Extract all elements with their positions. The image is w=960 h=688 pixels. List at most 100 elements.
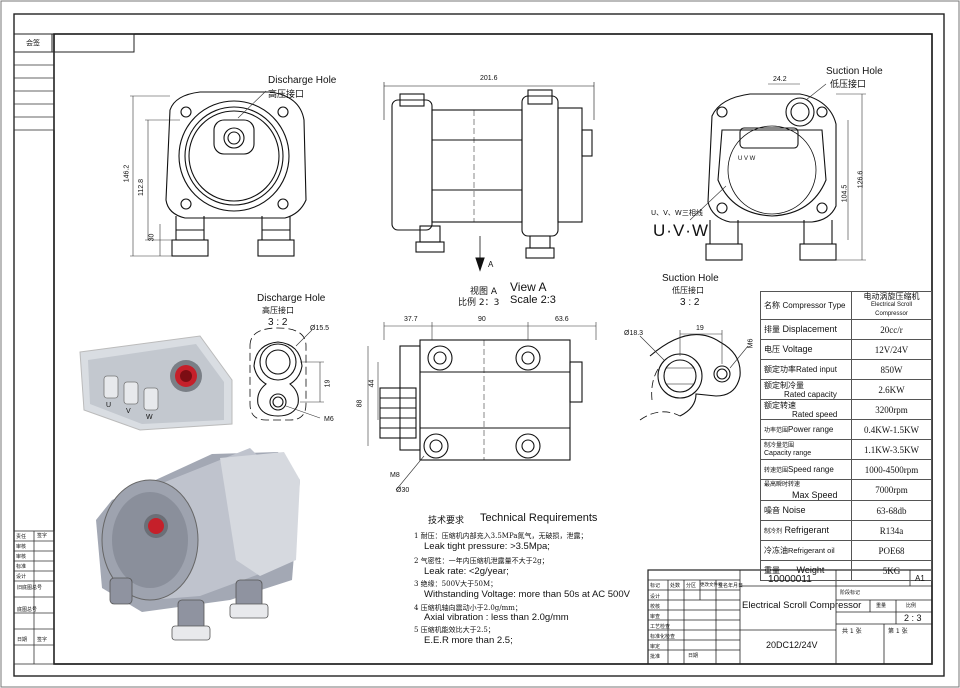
spec-value: 12V/24V	[851, 339, 932, 360]
side-label: 设计	[16, 574, 27, 580]
spec-label-zh: 额定制冷量	[764, 380, 804, 390]
requirement: Withstanding Voltage: more than 50s at A…	[424, 589, 630, 600]
requirement: E.E.R more than 2.5;	[424, 635, 513, 646]
side-label: 审核	[16, 544, 27, 550]
detail-suction	[639, 334, 741, 421]
spec-label: Refrigerant oil	[788, 546, 835, 555]
detail-suction-title: Suction Hole	[662, 273, 719, 284]
spec-label-zh: 功率范围	[764, 426, 789, 434]
tb-label: 设计	[650, 594, 661, 600]
spec-row: 冷冻油Refrigerant oil POE68	[760, 540, 932, 561]
sheet-index: 第 1 张	[888, 628, 908, 635]
detail-suction-scale: 3 : 2	[680, 297, 700, 308]
dim-d-3: M6	[324, 416, 334, 423]
suction-hole-title: Suction Hole	[826, 66, 883, 77]
requirement: Axial vibration : less than 2.0g/mm	[424, 612, 569, 623]
dim-s-1: Ø18.3	[624, 330, 644, 337]
requirement-zh: 2 气密性：一年内压缩机泄露量不大于2g；	[414, 557, 549, 565]
tb-change-label: 更改文件号	[700, 583, 723, 588]
side-drawing-label: 底图总号	[17, 607, 38, 613]
spec-label: Noise	[782, 505, 806, 515]
suction-hole-title-zh: 低压接口	[830, 80, 867, 90]
side-sign-label: 签字	[37, 533, 48, 539]
side-view-top	[383, 82, 595, 272]
spec-value-zh: 电动涡旋压缩机	[863, 292, 920, 301]
dim-s-3: M6	[747, 338, 755, 349]
spec-label-zh: 噪音	[764, 506, 780, 515]
dim-a-2: 90	[478, 316, 486, 323]
spec-label-zh: 额定转速	[764, 400, 796, 410]
dim-a-5: 88	[356, 399, 364, 408]
spec-value: Electrical Scroll Compressor	[870, 302, 912, 317]
requirements-title-zh: 技术要求	[428, 516, 465, 526]
weight-label: 重量	[876, 603, 887, 609]
spec-label-zh: 名称	[764, 301, 780, 310]
dim-s-2: 19	[696, 325, 704, 332]
side-date-label: 日期	[17, 637, 28, 643]
spec-label-zh: 电压	[764, 345, 780, 354]
dim-a-3: 63.6	[555, 316, 569, 323]
dim-height-2: 112.8	[138, 179, 145, 196]
dim-foot: 30	[148, 233, 156, 242]
requirement-zh: 5 压缩机能效比大于2.5；	[414, 626, 495, 634]
side-signature-label: 签字	[37, 637, 48, 643]
tb-label: 校核	[650, 604, 661, 610]
tb-label: 批准	[650, 654, 661, 660]
spec-label-zh: 制冷剂	[764, 527, 783, 535]
spec-label-zh: 转速范围	[764, 466, 789, 474]
detail-suction-title-zh: 低压接口	[672, 286, 704, 295]
view-a	[379, 339, 583, 461]
spec-value: 0.4KW-1.5KW	[851, 419, 932, 440]
sheet-size: A1	[915, 574, 925, 583]
requirement-zh: 4 压缩机轴向震动小于2.0g/mm；	[414, 604, 522, 612]
dim-height-right: 126.6	[857, 170, 865, 189]
dim-height: 146.2	[123, 164, 131, 183]
tb-label: 审查	[650, 614, 661, 620]
title-block-left-labels: 设计 校核 审查 工艺检查 标准化检查 审定 批准	[650, 592, 675, 662]
photo-compressor-3d	[96, 448, 300, 641]
tb-count-label: 处数	[670, 583, 681, 589]
stage-mark-label: 阶段标记	[840, 590, 861, 596]
requirement-zh: 1 耐压：压缩机内部充入3.5MPa氮气，无破损，泄露；	[414, 532, 588, 540]
tb-mark-label: 标记	[650, 583, 661, 589]
dim-d-2: 19	[324, 379, 332, 388]
spec-value: 850W	[851, 359, 932, 380]
spec-value: 5KG	[851, 560, 932, 581]
spec-label: Power range	[788, 424, 834, 434]
spec-label: Max Speed	[792, 490, 838, 500]
spec-row: 噪音 Noise 63-68db	[760, 500, 932, 521]
spec-row: 电压 Voltage 12V/24V	[760, 339, 932, 360]
tb-label: 标准化检查	[650, 634, 676, 640]
detail-discharge-title: Discharge Hole	[257, 293, 326, 304]
photo-label-u: U	[106, 402, 112, 409]
detail-discharge-scale: 3 : 2	[268, 317, 288, 328]
scale-label: 比例	[906, 603, 917, 609]
spec-label-zh: 最高瞬时转速	[764, 481, 801, 488]
requirement: Leak rate: <2g/year;	[424, 566, 509, 577]
drawing-number: 10000011	[768, 574, 812, 585]
requirement: Leak tight pressure: >3.5Mpa;	[424, 541, 550, 552]
tb-label: 工艺检查	[650, 624, 671, 630]
view-a-title: View A	[510, 280, 547, 294]
side-label: 责任	[16, 534, 27, 540]
spec-label-zh: 制冷量范围	[764, 441, 795, 449]
spec-row: 功率范围Power range 0.4KW-1.5KW	[760, 419, 932, 440]
spec-value: POE68	[851, 540, 932, 561]
sheet-total: 共 1 张	[842, 628, 862, 635]
spec-value: 63-68db	[851, 500, 932, 521]
spec-value: 2.6KW	[851, 379, 932, 400]
spec-label: Rated speed	[792, 409, 838, 419]
spec-value: R134a	[851, 520, 932, 541]
spec-label-zh: 冷冻油	[764, 546, 788, 555]
spec-value: 7000rpm	[851, 479, 932, 501]
spec-label: Voltage	[782, 344, 813, 354]
spec-label: Compressor Type	[782, 301, 846, 310]
front-view-discharge	[165, 91, 307, 257]
